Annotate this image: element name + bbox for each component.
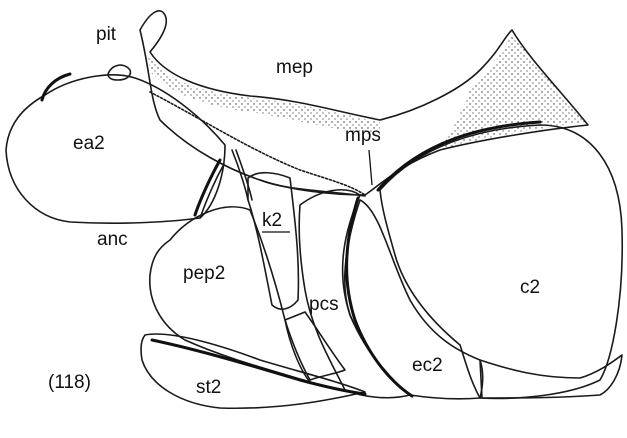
figure-number: (118) — [48, 373, 91, 392]
label-pcs: pcs — [309, 295, 339, 314]
label-ec2: ec2 — [412, 356, 443, 375]
anc-ridge — [195, 160, 220, 215]
mep-margin — [148, 55, 380, 135]
label-st2: st2 — [196, 378, 221, 397]
k2-region — [248, 173, 298, 309]
pit-knob — [108, 65, 130, 80]
label-pep2: pep2 — [183, 264, 225, 283]
posterior-lobe — [480, 355, 622, 398]
mps-pointer — [369, 150, 372, 185]
mps-strip — [440, 32, 585, 150]
label-anc: anc — [97, 230, 128, 249]
ea2-dorsal-edge — [42, 74, 70, 100]
pep2-region — [150, 207, 310, 382]
pcs-ec2-ridge — [347, 198, 412, 396]
label-mps: mps — [345, 126, 381, 145]
label-mep: mep — [276, 58, 313, 77]
label-pit: pit — [96, 25, 116, 44]
label-k2: k2 — [262, 211, 282, 230]
label-ea2: ea2 — [73, 134, 105, 153]
label-c2: c2 — [520, 278, 540, 297]
